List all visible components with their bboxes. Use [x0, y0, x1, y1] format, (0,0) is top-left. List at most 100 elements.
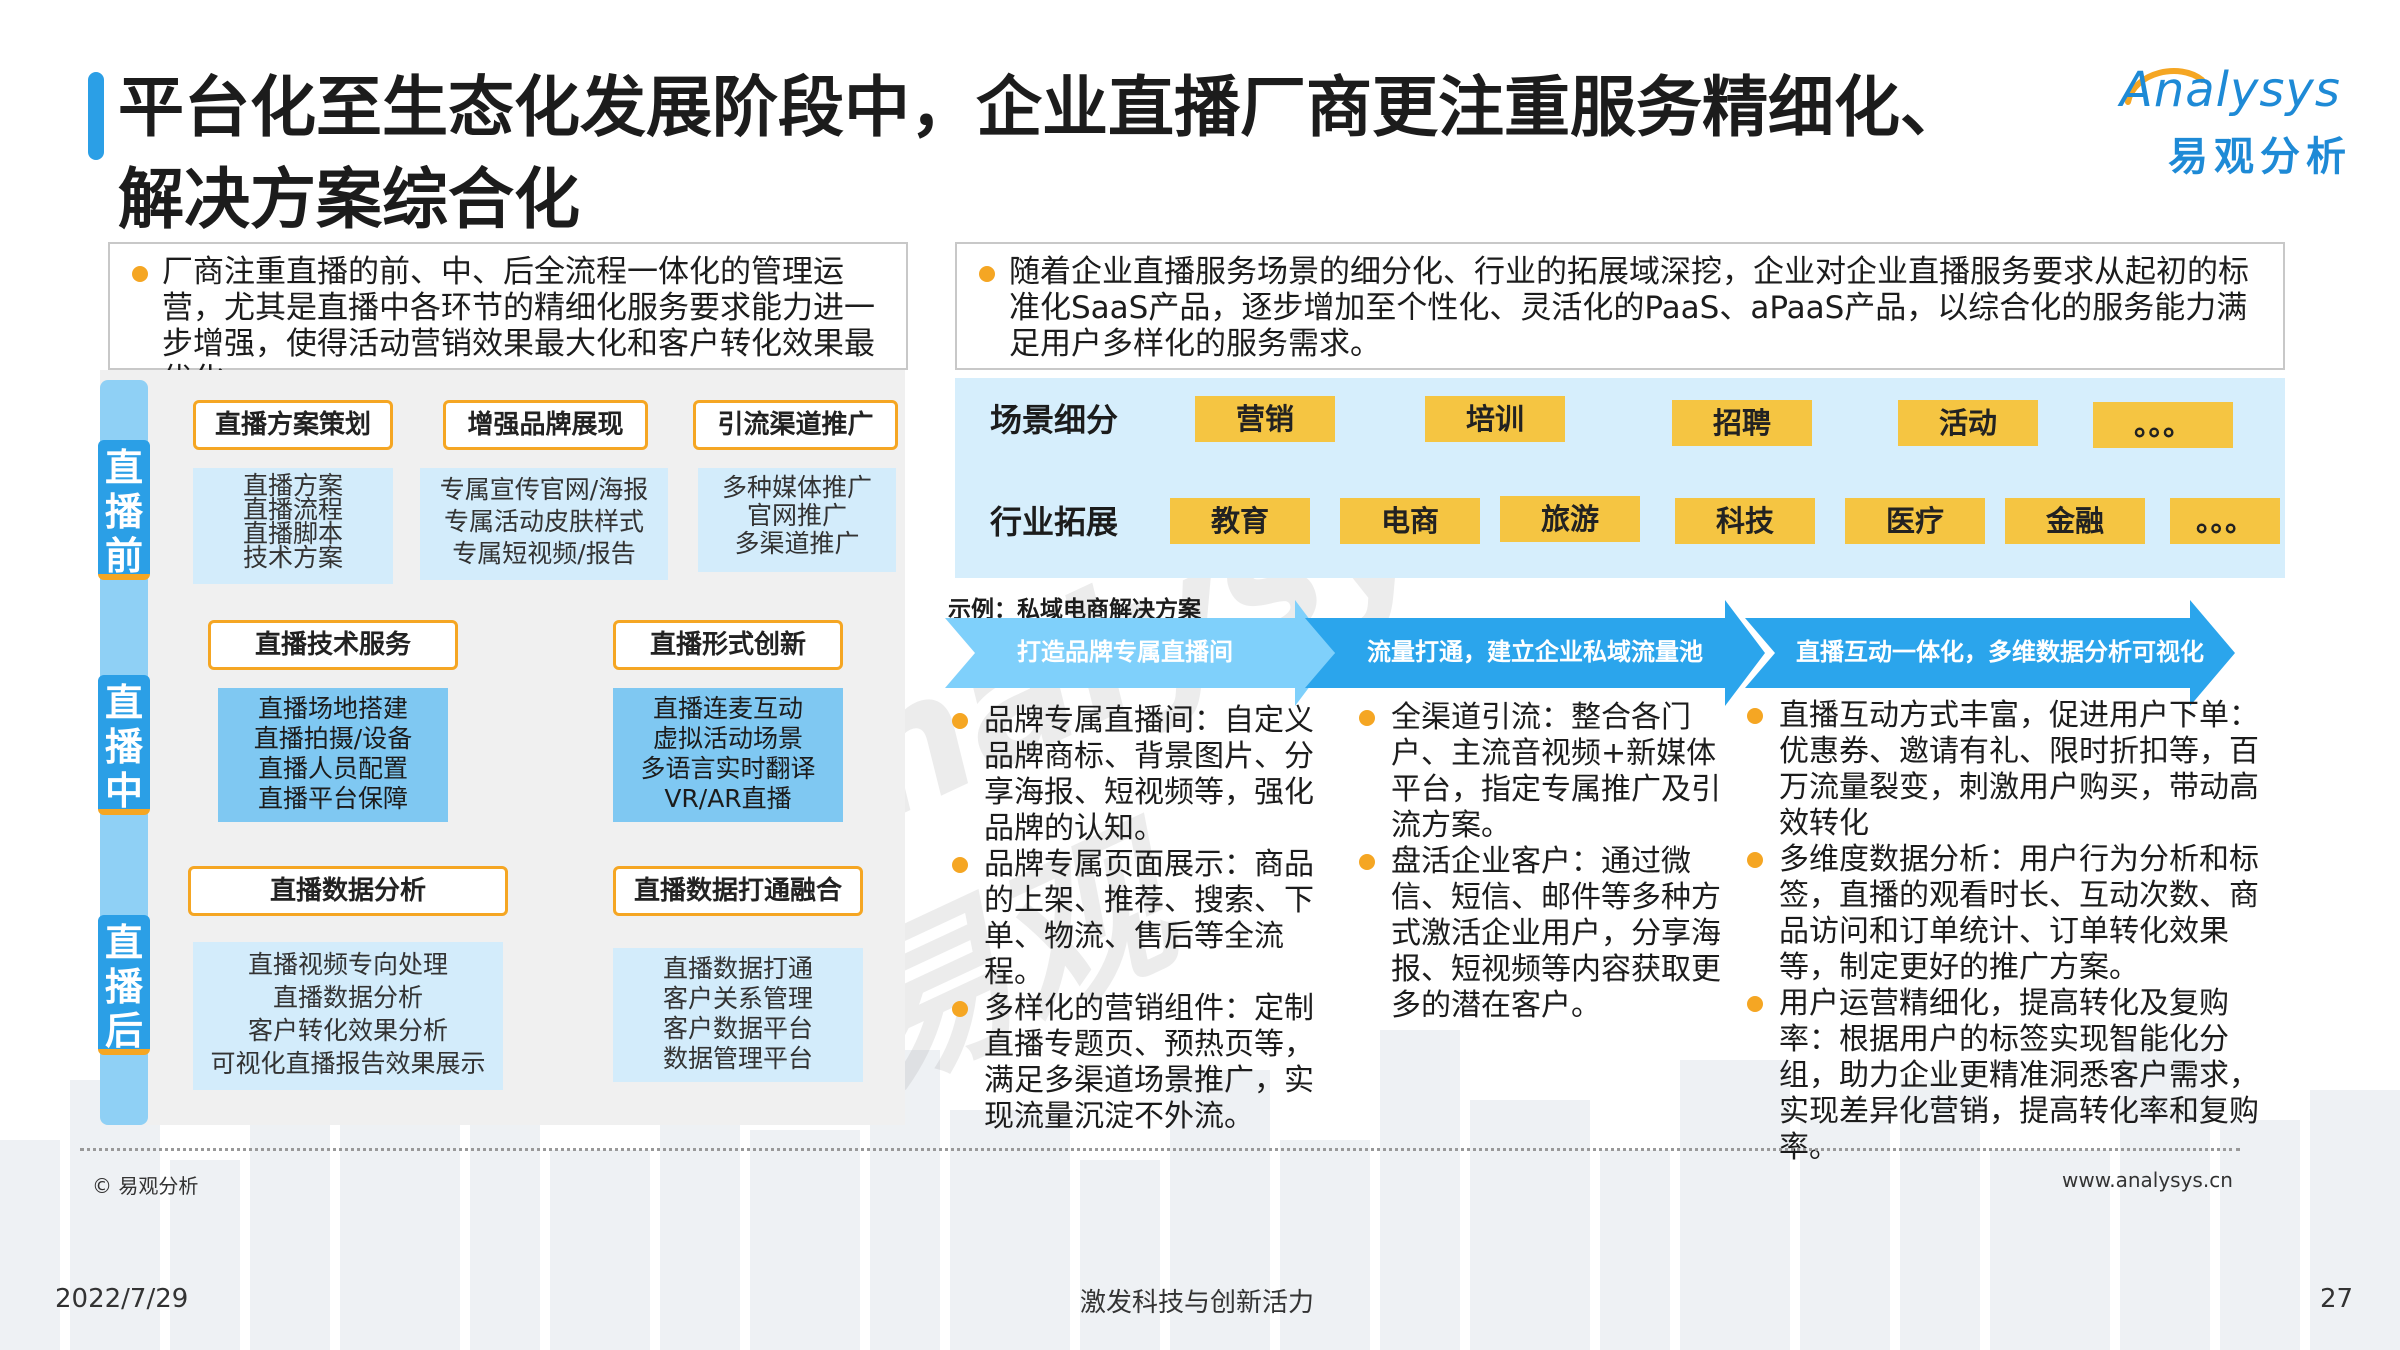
list-item: 多种媒体推广 [721, 473, 872, 502]
industry-label: 行业拓展 [990, 503, 1119, 541]
list-item: 技术方案 [242, 543, 343, 572]
list-item: 直播互动方式丰富，促进用户下单：优惠券、邀请有礼、限时折扣等，百万流量裂变，刺激… [1745, 698, 2285, 842]
list-item: VR/AR直播 [664, 784, 792, 813]
scene-label: 场景细分 [990, 401, 1119, 439]
list-item: 直播脚本 [242, 519, 343, 548]
process-step-3: 直播互动一体化，多维数据分析可视化 [1796, 638, 2204, 666]
category-tech-service: 直播技术服务 [208, 620, 458, 670]
intro-left-box: 厂商注重直播的前、中、后全流程一体化的管理运营，尤其是直播中各环节的精细化服务要… [108, 242, 908, 398]
category-data-integration-items: 直播数据打通 客户关系管理 客户数据平台 数据管理平台 [613, 948, 863, 1082]
footer-divider [80, 1148, 2240, 1151]
logo-wordmark: Analysys [2120, 62, 2370, 118]
industry-chip-medical: 医疗 [1845, 498, 1985, 544]
list-item: 虚拟活动场景 [652, 724, 803, 753]
solution-column-2: 全渠道引流：整合各门户、主流音视频+新媒体平台，指定专属推广及引流方案。 盘活企… [1357, 700, 1727, 1024]
category-data-analysis-items: 直播视频专向处理 直播数据分析 客户转化效果分析 可视化直播报告效果展示 [193, 942, 503, 1090]
list-item: 专属活动皮肤样式 [443, 507, 644, 536]
bullet-dot [1747, 996, 1763, 1012]
process-step-2: 流量打通，建立企业私域流量池 [1367, 638, 1703, 666]
list-item: 直播流程 [242, 495, 343, 524]
scene-chip-more: 。。。 [2093, 402, 2233, 448]
bullet-dot [1747, 708, 1763, 724]
stage-tag-post: 直播后 [98, 915, 150, 1055]
bullet-dot [979, 266, 995, 282]
website-link[interactable]: www.analysys.cn [2062, 1168, 2233, 1192]
category-traffic: 引流渠道推广 [693, 400, 898, 450]
scene-chip-recruiting: 招聘 [1672, 400, 1812, 446]
category-tech-service-items: 直播场地搭建 直播拍摄/设备 直播人员配置 直播平台保障 [218, 688, 448, 822]
analysys-logo-icon [2125, 68, 2205, 105]
category-plan: 直播方案策划 [193, 400, 393, 450]
page-title-line1: 平台化至生态化发展阶段中，企业直播厂商更注重服务精细化、 [118, 69, 1966, 146]
industry-chip-finance: 金融 [2005, 498, 2145, 544]
bullet-dot [132, 266, 148, 282]
list-item: 直播视频专向处理 [247, 950, 448, 979]
process-arrow-1-shape [945, 600, 1335, 706]
list-item: 专属短视频/报告 [452, 539, 636, 568]
list-item: 用户运营精细化，提高转化及复购率：根据用户的标签实现智能化分组，助力企业更精准洞… [1745, 986, 2285, 1166]
scene-chip-events: 活动 [1898, 400, 2038, 446]
stage-tag-pre: 直播前 [98, 440, 150, 580]
process-step-1: 打造品牌专属直播间 [1017, 638, 1233, 666]
list-item: 品牌专属直播间：自定义品牌商标、背景图片、分享海报、短视频等，强化品牌的认知。 [950, 703, 1330, 847]
list-item: 全渠道引流：整合各门户、主流音视频+新媒体平台，指定专属推广及引流方案。 [1357, 700, 1727, 844]
bullet-dot [952, 1001, 968, 1017]
industry-chip-ecommerce: 电商 [1340, 498, 1480, 544]
list-item: 客户转化效果分析 [247, 1016, 448, 1045]
category-brand: 增强品牌展现 [443, 400, 648, 450]
list-item: 多语言实时翻译 [640, 754, 816, 783]
title-accent-bar [88, 72, 104, 160]
stage-tag-mid: 直播中 [98, 675, 150, 815]
process-arrow-2-shape [1305, 600, 1765, 706]
page-title-line2: 解决方案综合化 [118, 161, 580, 238]
footer-slogan: 激发科技与创新活力 [1080, 1288, 1315, 1318]
list-item: 多渠道推广 [734, 529, 860, 558]
list-item: 客户关系管理 [662, 984, 813, 1013]
category-traffic-items: 多种媒体推广 官网推广 多渠道推广 [698, 468, 896, 572]
scene-chip-marketing: 营销 [1195, 396, 1335, 442]
intro-right-box: 随着企业直播服务场景的细分化、行业的拓展域深挖，企业对企业直播服务要求从起初的标… [955, 242, 2285, 370]
solution-column-1: 品牌专属直播间：自定义品牌商标、背景图片、分享海报、短视频等，强化品牌的认知。 … [950, 703, 1330, 1135]
bullet-dot [1359, 710, 1375, 726]
list-item: 直播平台保障 [257, 784, 408, 813]
bullet-dot [952, 713, 968, 729]
category-data-integration: 直播数据打通融合 [613, 866, 863, 916]
list-item: 盘活企业客户：通过微信、短信、邮件等多种方式激活企业用户，分享海报、短视频等内容… [1357, 844, 1727, 1024]
list-item: 可视化直播报告效果展示 [210, 1049, 486, 1078]
page-title: 平台化至生态化发展阶段中，企业直播厂商更注重服务精细化、 解决方案综合化 [118, 62, 2078, 246]
list-item: 客户数据平台 [662, 1014, 813, 1043]
page-number: 27 [2320, 1284, 2354, 1314]
list-item: 直播人员配置 [257, 754, 408, 783]
category-brand-items: 专属宣传官网/海报 专属活动皮肤样式 专属短视频/报告 [420, 468, 668, 580]
logo-text: nalysys [2153, 62, 2341, 118]
solution-column-3: 直播互动方式丰富，促进用户下单：优惠券、邀请有礼、限时折扣等，百万流量裂变，刺激… [1745, 698, 2285, 1166]
process-arrow-3-shape [1745, 600, 2235, 706]
category-format-innovation-items: 直播连麦互动 虚拟活动场景 多语言实时翻译 VR/AR直播 [613, 688, 843, 822]
list-item: 直播连麦互动 [652, 694, 803, 723]
footer-date: 2022/7/29 [55, 1284, 189, 1314]
list-item: 直播数据打通 [662, 954, 813, 983]
industry-chip-more: 。。。 [2170, 498, 2280, 544]
list-item: 多维度数据分析：用户行为分析和标签，直播的观看时长、互动次数、商品访问和订单统计… [1745, 842, 2285, 986]
industry-chip-education: 教育 [1170, 498, 1310, 544]
list-item: 专属宣传官网/海报 [439, 475, 649, 504]
list-item: 多样化的营销组件：定制直播专题页、预热页等，满足多渠道场景推广，实现流量沉淀不外… [950, 991, 1330, 1135]
industry-chip-tech: 科技 [1675, 498, 1815, 544]
list-item: 官网推广 [746, 501, 847, 530]
category-data-analysis: 直播数据分析 [188, 866, 508, 916]
industry-chip-travel: 旅游 [1500, 496, 1640, 542]
scene-industry-panel [955, 378, 2285, 578]
list-item: 直播场地搭建 [257, 694, 408, 723]
list-item: 直播方案 [242, 471, 343, 500]
list-item: 品牌专属页面展示：商品的上架、推荐、搜索、下单、物流、售后等全流程。 [950, 847, 1330, 991]
process-arrows [945, 600, 2235, 706]
bullet-dot [952, 857, 968, 873]
logo-cn-text: 易观分析 [2168, 134, 2352, 180]
list-item: 直播拍摄/设备 [253, 724, 413, 753]
category-format-innovation: 直播形式创新 [613, 620, 843, 670]
list-item: 直播数据分析 [272, 983, 423, 1012]
scene-chip-training: 培训 [1425, 396, 1565, 442]
bullet-dot [1359, 854, 1375, 870]
category-plan-items: 直播方案 直播流程 直播脚本 技术方案 [193, 468, 393, 584]
bullet-dot [1747, 852, 1763, 868]
